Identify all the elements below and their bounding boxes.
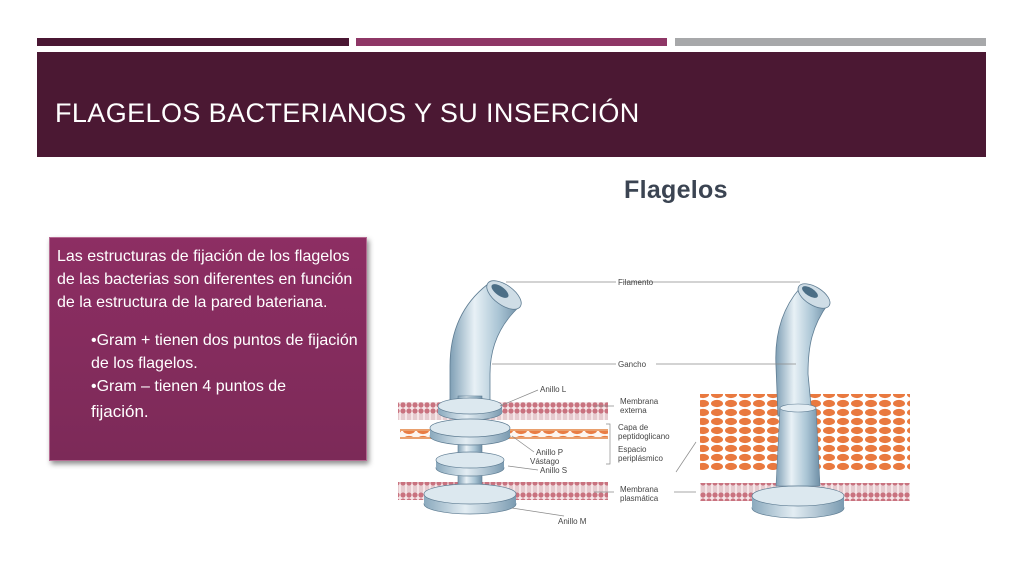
bullet-tail-text: fijación.: [91, 402, 149, 421]
label-membrana-plasmatica-2: plasmática: [620, 494, 659, 503]
label-filamento: Filamento: [618, 278, 654, 287]
bullet-list: •Gram + tienen dos puntos de fijación de…: [57, 329, 359, 426]
label-membrana-plasmatica-1: Membrana: [620, 485, 659, 494]
bullet-gram-negative-tail: fijación.: [91, 398, 359, 426]
flagella-diagram: Filamento Gancho Anillo L Membrana exter…: [398, 278, 910, 526]
info-box: Las estructuras de fijación de los flage…: [49, 237, 367, 461]
label-gancho: Gancho: [618, 360, 647, 369]
label-periplasmico-1: Espacio: [618, 445, 647, 454]
label-anillo-p: Anillo P: [536, 448, 563, 457]
title-bar: FLAGELOS BACTERIANOS Y SU INSERCIÓN: [37, 52, 986, 157]
slide-title: FLAGELOS BACTERIANOS Y SU INSERCIÓN: [55, 98, 640, 128]
leader-lines: [492, 281, 800, 517]
label-anillo-m: Anillo M: [558, 517, 587, 526]
label-membrana-externa-2: externa: [620, 406, 647, 415]
accent-stripe-magenta: [356, 38, 667, 46]
accent-stripe-gray: [675, 38, 986, 46]
info-paragraph: Las estructuras de fijación de los flage…: [57, 248, 353, 311]
label-anillo-l: Anillo L: [540, 385, 567, 394]
bullet-gram-positive: •Gram + tienen dos puntos de fijación de…: [91, 332, 358, 372]
label-vastago: Vástago: [530, 457, 560, 466]
gram-negative-flagellum: [423, 280, 522, 515]
label-peptidoglicano-1: Capa de: [618, 423, 649, 432]
label-membrana-externa-1: Membrana: [620, 397, 659, 406]
accent-stripe-dark: [37, 38, 349, 46]
gram-positive-flagellum: [751, 283, 845, 519]
label-peptidoglicano-2: peptidoglicano: [618, 432, 670, 441]
label-periplasmico-2: periplásmico: [618, 454, 663, 463]
bullet-gram-negative: •Gram – tienen 4 puntos de: [91, 378, 287, 395]
label-anillo-s: Anillo S: [540, 466, 567, 475]
figure-title: Flagelos: [624, 176, 728, 204]
